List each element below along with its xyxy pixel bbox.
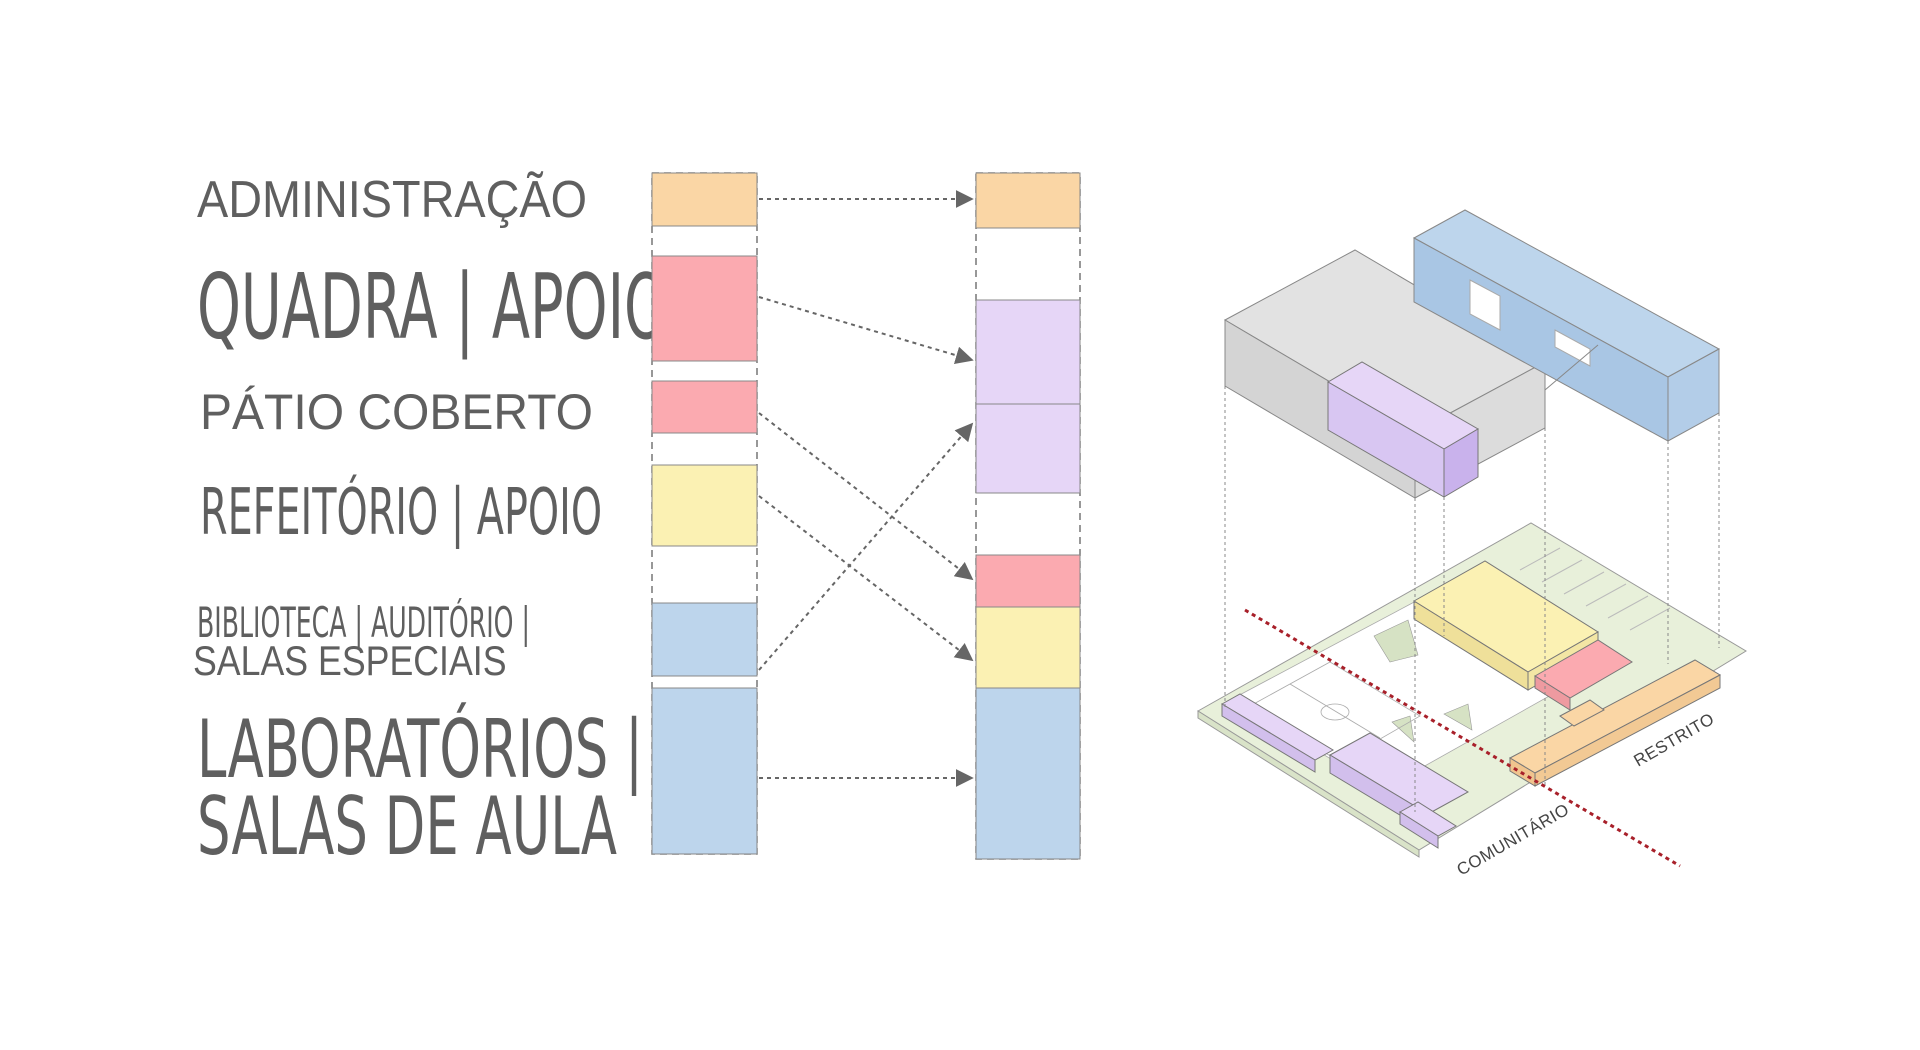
projection-lines: [1224, 386, 1720, 812]
block-laboratorios: [651, 687, 758, 855]
new-block-administracao: [975, 172, 1081, 229]
label-biblioteca-line1: BIBLIOTECA | AUDITÓRIO |: [197, 598, 531, 647]
block-refeitorio: [651, 464, 758, 547]
new-block-quadra: [975, 299, 1081, 405]
new-block-laboratorios: [975, 687, 1081, 860]
block-quadra: [651, 255, 758, 362]
label-refeitorio-apoio: REFEITÓRIO | APOIO: [200, 476, 603, 550]
block-administracao: [651, 172, 758, 227]
original-program-column: [651, 172, 758, 855]
new-block-patio: [975, 554, 1081, 608]
label-laboratorios-line2: SALAS DE AULA: [197, 780, 617, 873]
arrow-biblioteca: [758, 422, 974, 671]
ground-pink-block: [1534, 639, 1633, 711]
label-patio-coberto: PÁTIO COBERTO: [200, 384, 593, 440]
label-quadra-apoio: QUADRA | APOIO: [197, 255, 668, 360]
ground-orange-block: [1508, 659, 1722, 787]
arrow-refeitorio: [758, 495, 974, 662]
site-edge: [1197, 710, 1420, 858]
green-patch-2: [1443, 703, 1473, 731]
connector-line: [1544, 344, 1599, 391]
label-administracao: ADMINISTRAÇÃO: [197, 171, 588, 229]
green-patch: [1373, 619, 1419, 663]
axonometric-drawing: COMUNITÁRIO RESTRITO: [1197, 209, 1747, 879]
new-block-biblioteca: [975, 403, 1081, 494]
parking-area: [1519, 547, 1671, 631]
label-biblioteca-line2: SALAS ESPECIAIS: [193, 637, 507, 684]
arrow-quadra: [758, 296, 974, 365]
upper-blue-volume: [1412, 209, 1721, 442]
reorganized-program-column: [975, 172, 1081, 860]
ground-lilac-blocks: [1221, 693, 1470, 849]
upper-lilac-volume: [1327, 361, 1479, 498]
label-laboratorios-line1: LABORATÓRIOS |: [197, 703, 643, 796]
block-patio: [651, 380, 758, 434]
arrow-patio: [758, 412, 974, 581]
block-biblioteca: [651, 602, 758, 677]
new-block-refeitorio: [975, 606, 1081, 689]
